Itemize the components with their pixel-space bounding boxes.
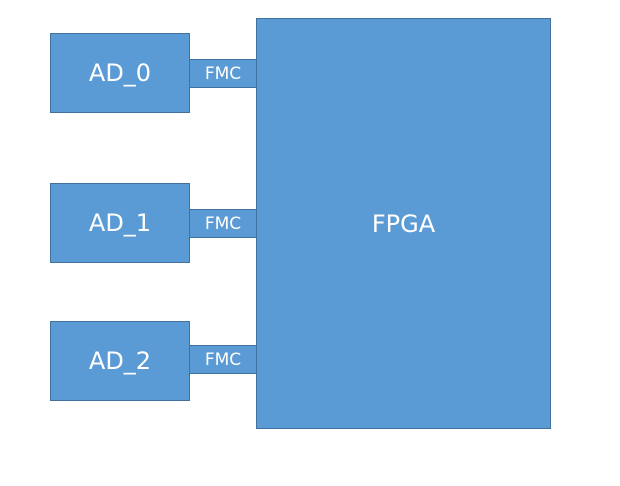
ad-block-2-label: AD_2 [88, 347, 152, 375]
fmc-connector-1-label: FMC [204, 213, 242, 234]
fpga-label: FPGA [371, 209, 436, 238]
ad-block-0-label: AD_0 [88, 59, 152, 87]
ad-block-0: AD_0 [50, 33, 190, 113]
fmc-connector-2: FMC [189, 345, 257, 374]
ad-block-1-label: AD_1 [88, 209, 152, 237]
ad-block-2: AD_2 [50, 321, 190, 401]
ad-block-1: AD_1 [50, 183, 190, 263]
fmc-connector-2-label: FMC [204, 349, 242, 370]
fpga-block: FPGA [256, 18, 551, 429]
fmc-connector-0-label: FMC [204, 63, 242, 84]
fmc-connector-1: FMC [189, 209, 257, 238]
fmc-connector-0: FMC [189, 59, 257, 88]
